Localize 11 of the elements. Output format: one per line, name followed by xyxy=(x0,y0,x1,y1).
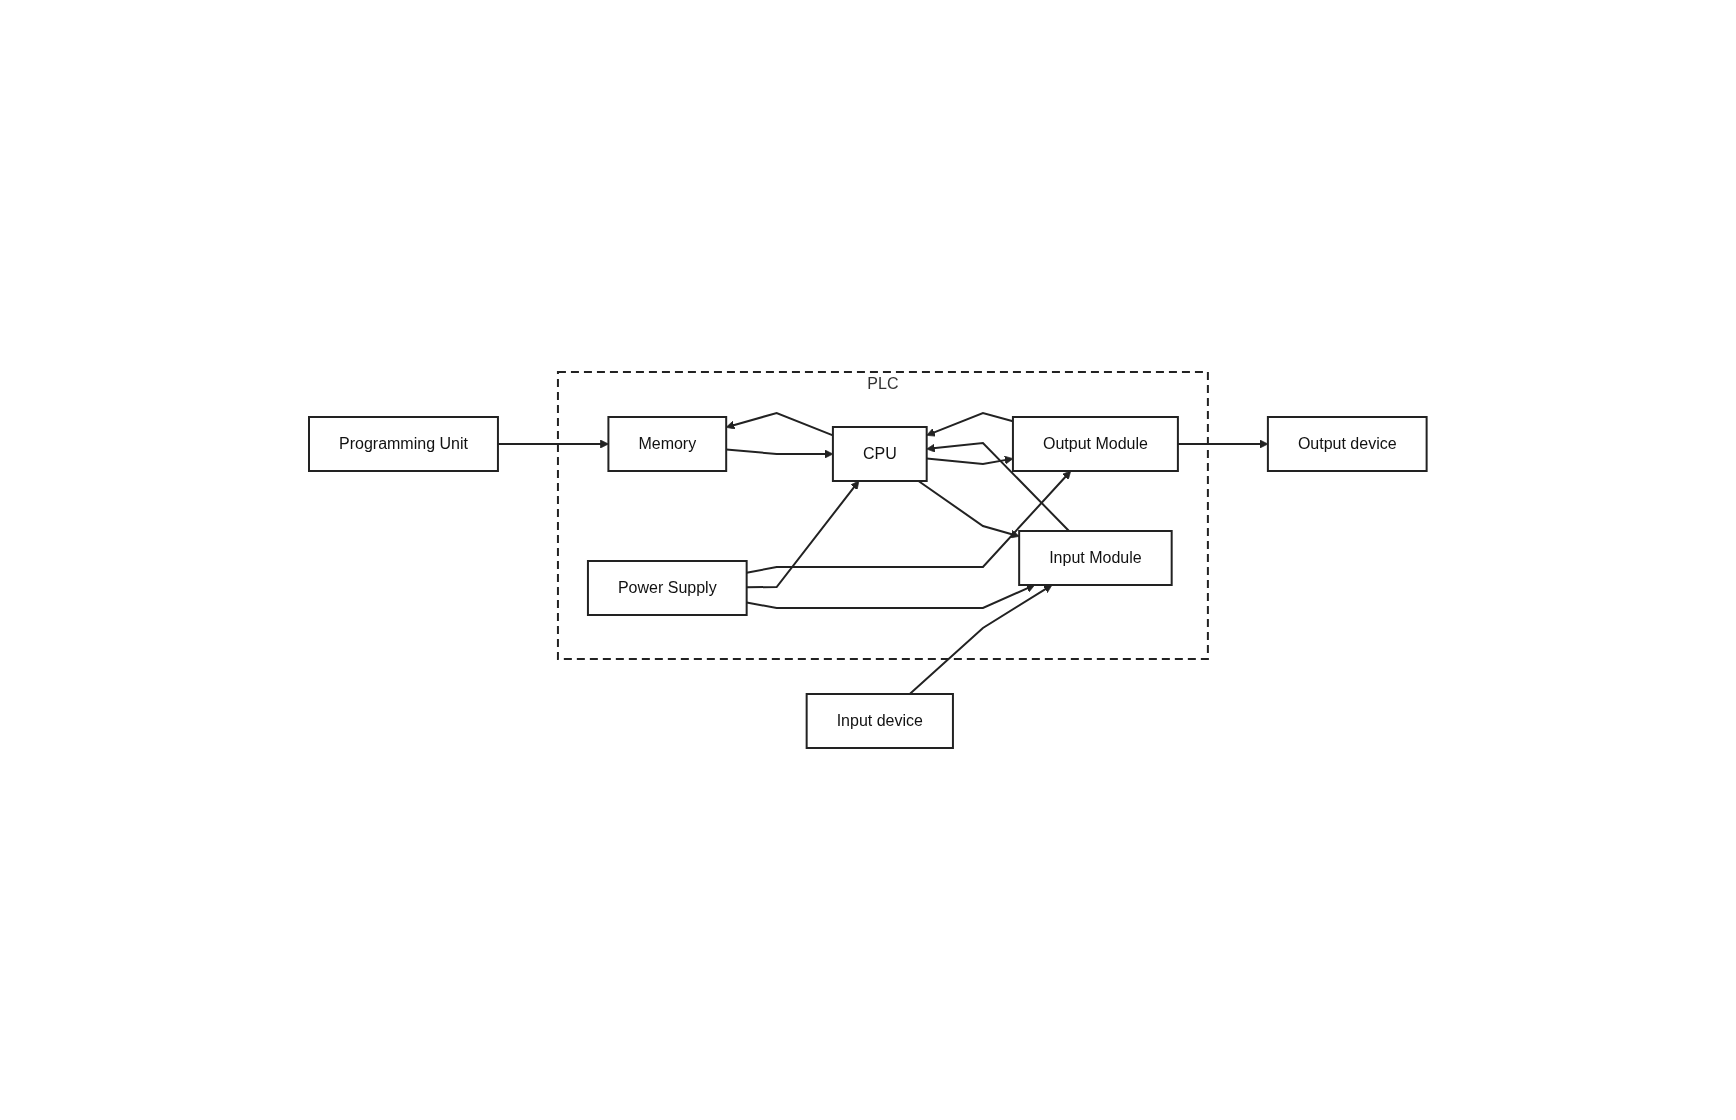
node-box: Output device xyxy=(1267,416,1428,472)
arrow xyxy=(926,441,1071,532)
arrow xyxy=(917,480,1020,539)
node-box: Input Module xyxy=(1018,530,1173,586)
node-box: Output Module xyxy=(1012,416,1180,472)
node-box: Input device xyxy=(805,693,955,749)
node-box: Memory xyxy=(607,416,728,472)
node-box: Power Supply xyxy=(587,560,748,616)
arrow xyxy=(908,584,1053,695)
node-box: Programming Unit xyxy=(308,416,500,472)
node-box: CPU xyxy=(832,426,928,482)
